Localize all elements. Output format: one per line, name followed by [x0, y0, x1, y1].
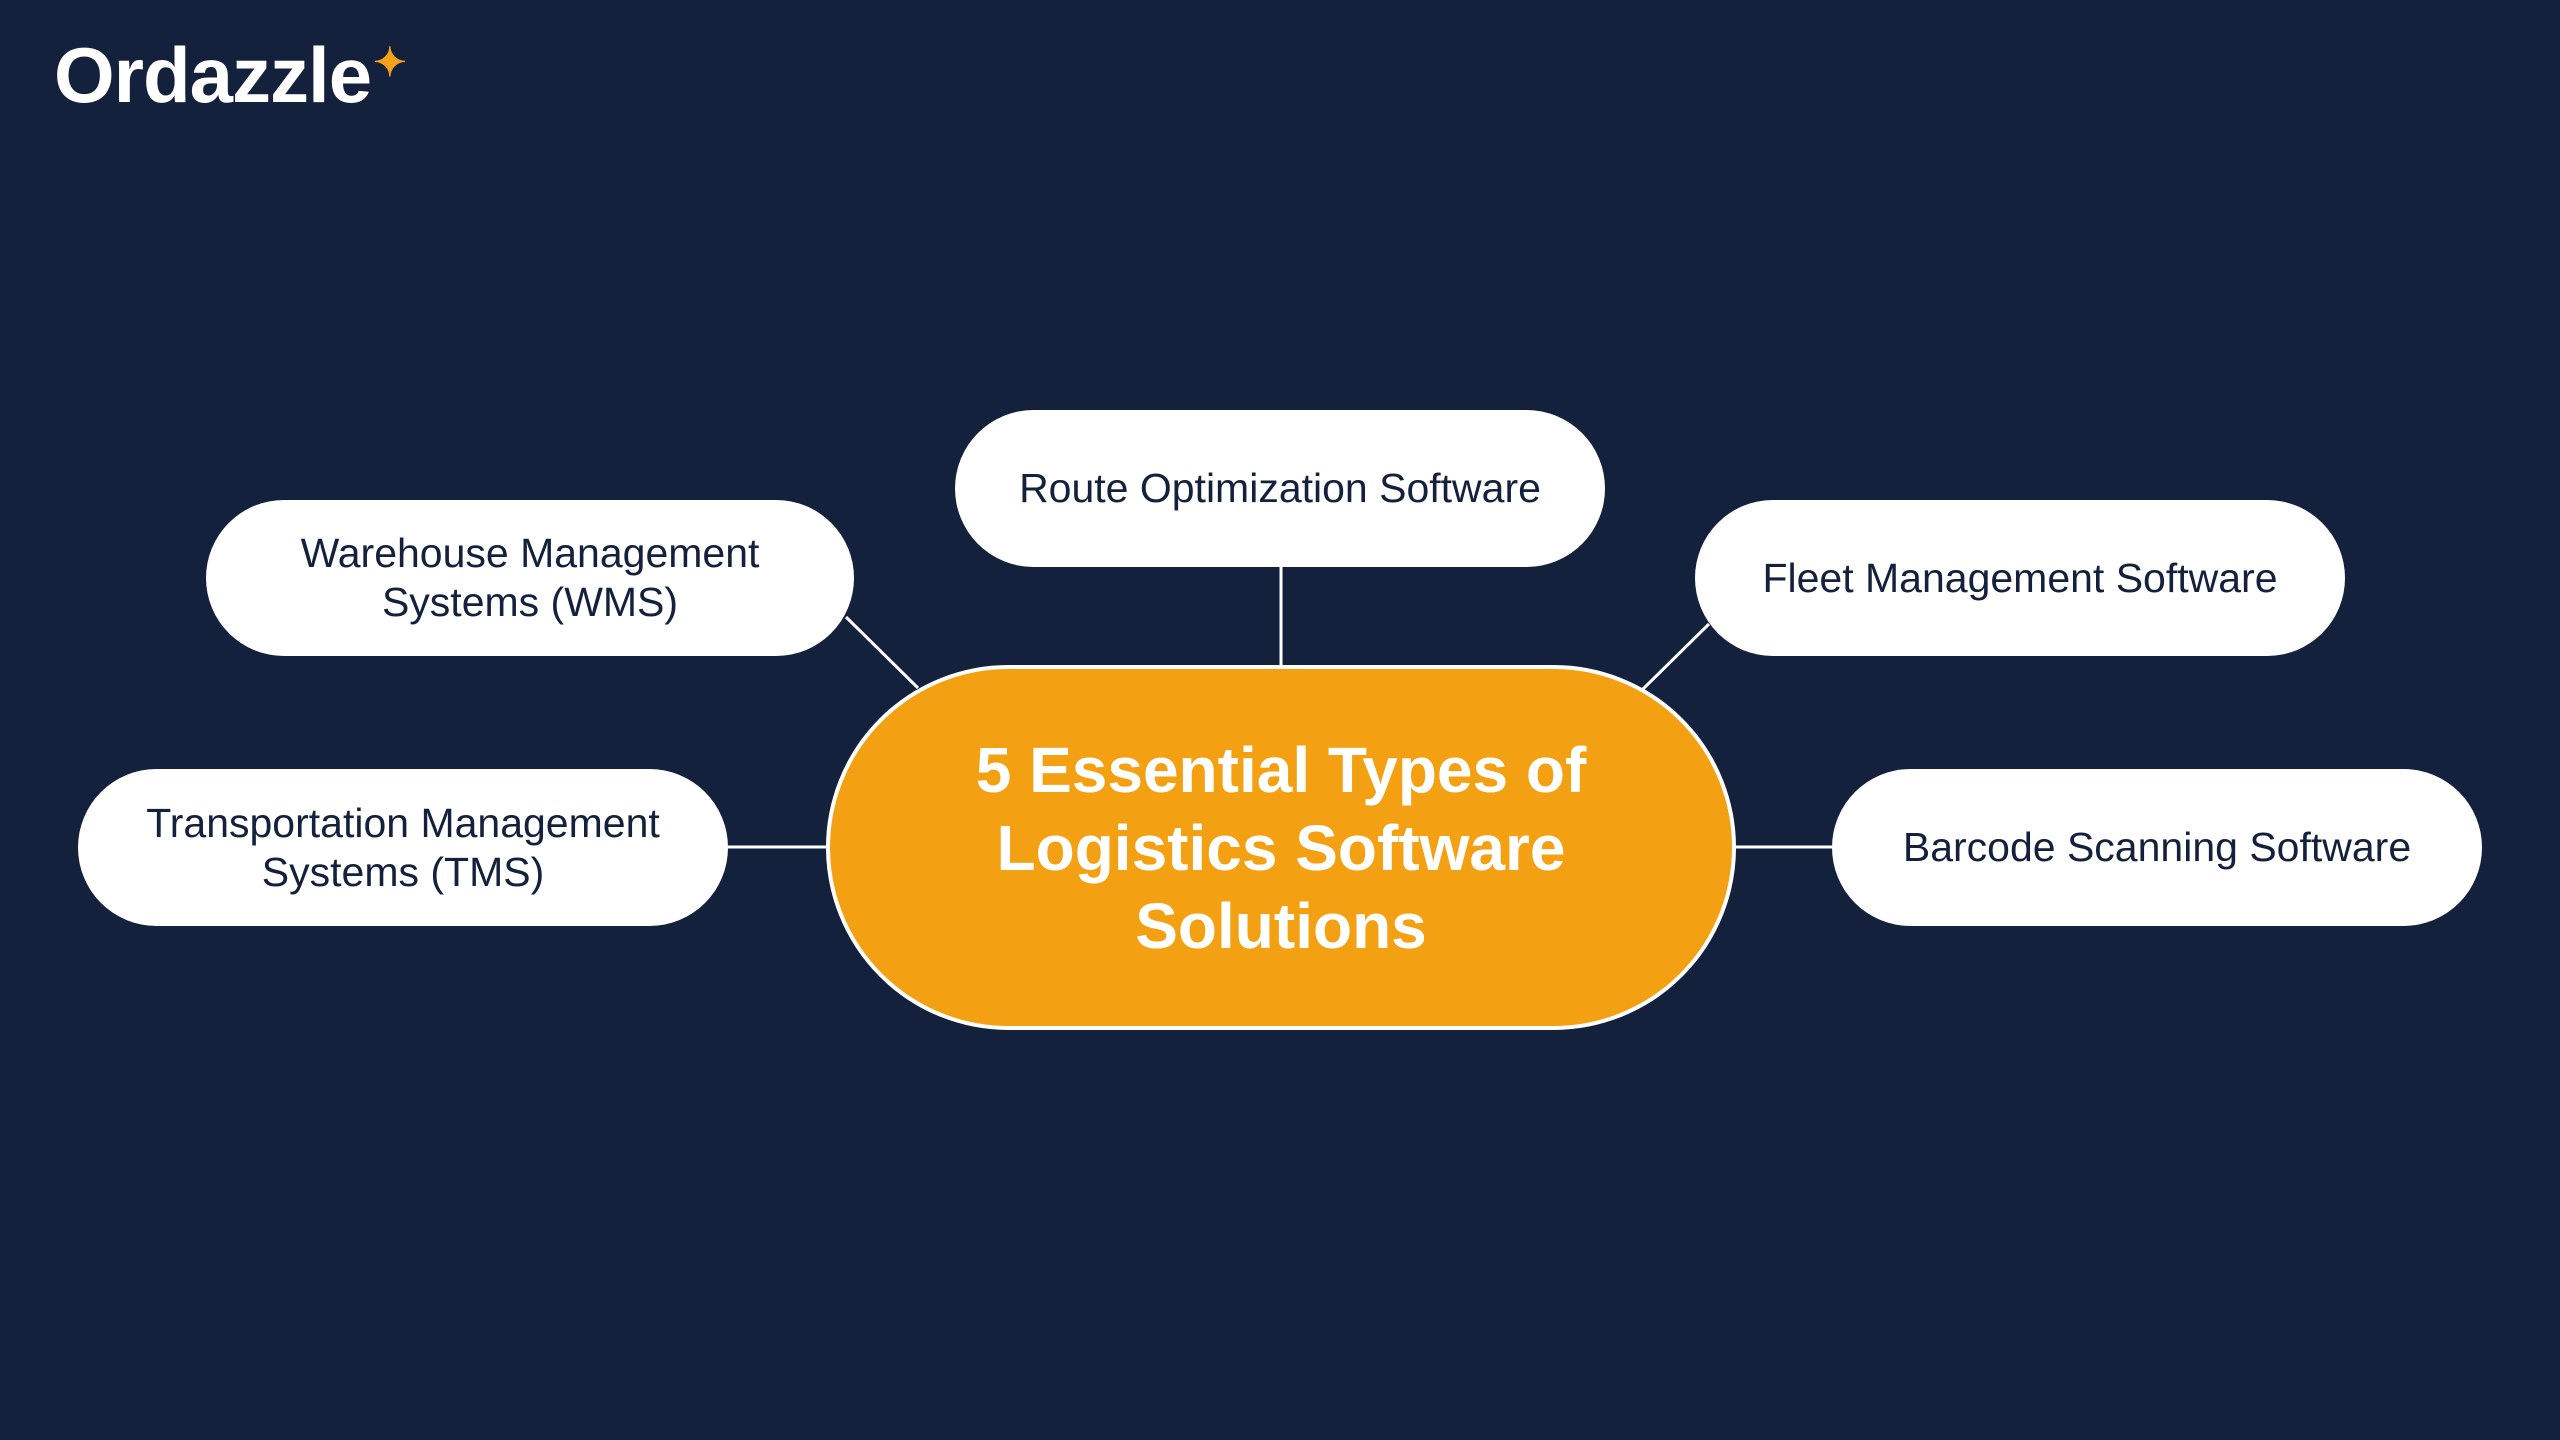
node-label: Transportation Management Systems (TMS) [146, 799, 660, 895]
node-label: Fleet Management Software [1762, 554, 2278, 601]
connector-fleet [1640, 622, 1711, 692]
logo-text: Ordazzle [54, 31, 372, 119]
node-route-optimization: Route Optimization Software [955, 410, 1605, 567]
node-tms: Transportation Management Systems (TMS) [78, 769, 728, 926]
node-label: Route Optimization Software [1019, 465, 1541, 511]
ordazzle-logo: Ordazzle ✦ [54, 30, 407, 121]
center-title: 5 Essential Types of Logistics Software … [975, 733, 1587, 962]
connector-wms [844, 615, 920, 690]
node-wms: Warehouse Management Systems (WMS) [206, 500, 854, 656]
node-label: Warehouse Management Systems (WMS) [300, 530, 760, 625]
center-topic: 5 Essential Types of Logistics Software … [826, 665, 1736, 1030]
node-fleet-management: Fleet Management Software [1695, 500, 2345, 656]
node-label: Barcode Scanning Software [1902, 824, 2412, 870]
node-barcode-scanning: Barcode Scanning Software [1832, 769, 2482, 926]
star-icon: ✦ [373, 41, 407, 85]
